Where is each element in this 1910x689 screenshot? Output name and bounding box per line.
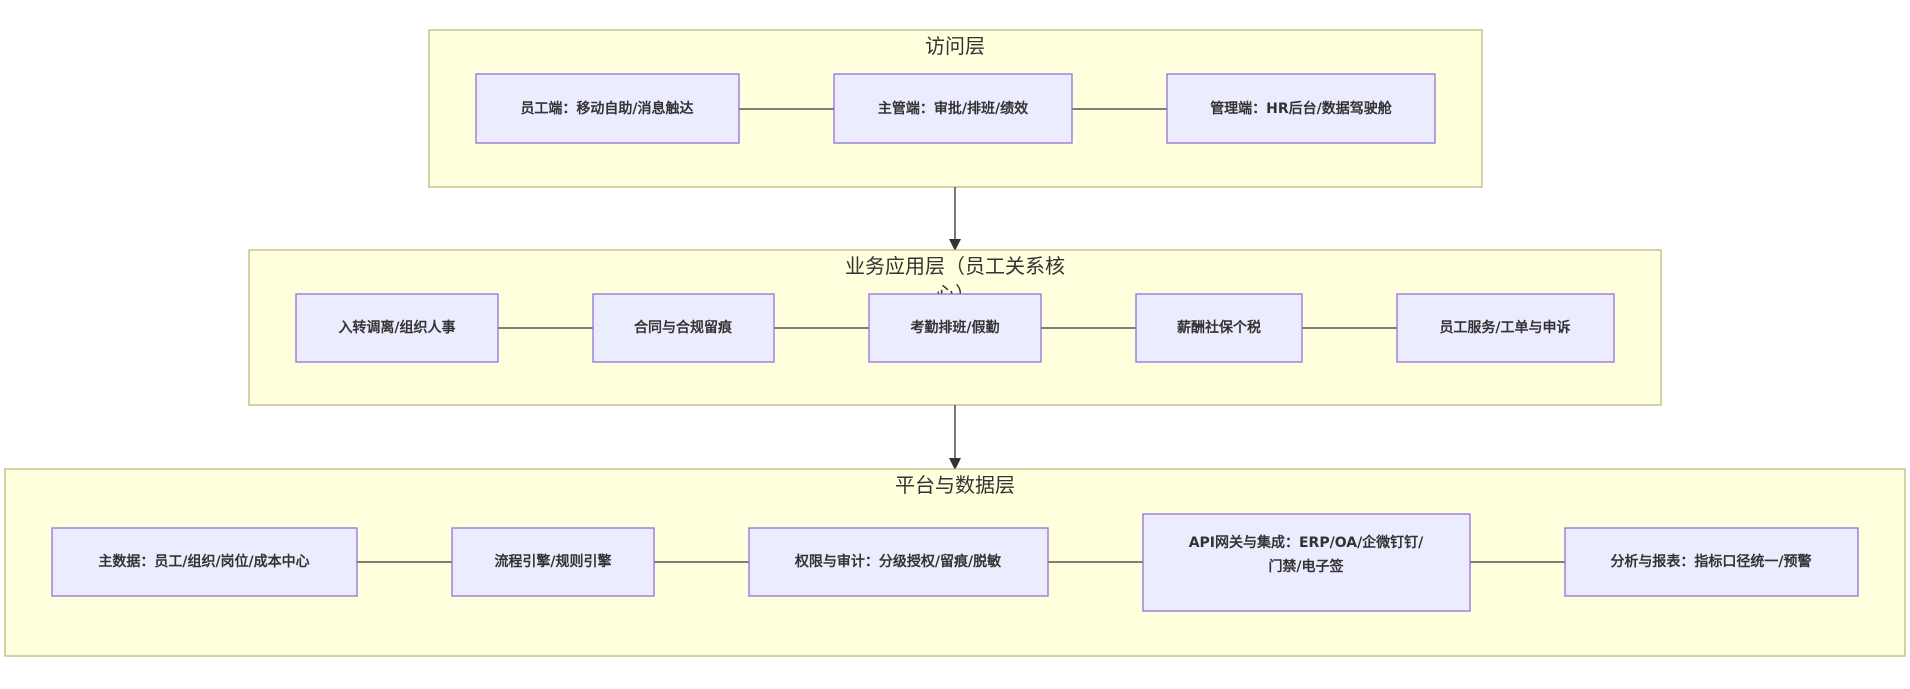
business-layer: 业务应用层（员工关系核 心） 入转调离/组织人事 合同与合规留痕 考勤排班/假勤… (248, 249, 1662, 406)
platform-layer-title: 平台与数据层 (895, 473, 1015, 497)
business-layer-title-line1: 业务应用层（员工关系核 (845, 254, 1065, 278)
node-attendance[interactable]: 考勤排班/假勤 (868, 293, 1042, 363)
node-employee-service-label: 员工服务/工单与申诉 (1439, 319, 1570, 336)
access-layer-title: 访问层 (925, 34, 985, 58)
node-permission-audit[interactable]: 权限与审计：分级授权/留痕/脱敏 (748, 527, 1049, 597)
node-contract-compliance-label: 合同与合规留痕 (634, 319, 733, 336)
node-permission-audit-label: 权限与审计：分级授权/留痕/脱敏 (794, 553, 1002, 570)
node-manager-portal[interactable]: 主管端：审批/排班/绩效 (833, 73, 1073, 144)
platform-layer: 平台与数据层 主数据：员工/组织/岗位/成本中心 流程引擎/规则引擎 权限与审计… (4, 468, 1906, 657)
node-analytics-reporting[interactable]: 分析与报表：指标口径统一/预警 (1564, 527, 1859, 597)
node-payroll-label: 薪酬社保个税 (1177, 319, 1261, 336)
node-workflow-engine-label: 流程引擎/规则引擎 (494, 553, 611, 570)
node-admin-portal-label: 管理端：HR后台/数据驾驶舱 (1210, 100, 1393, 117)
node-attendance-label: 考勤排班/假勤 (910, 319, 999, 336)
node-master-data[interactable]: 主数据：员工/组织/岗位/成本中心 (51, 527, 358, 597)
access-layer: 访问层 员工端：移动自助/消息触达 主管端：审批/排班/绩效 管理端：HR后台/… (428, 29, 1483, 188)
node-analytics-reporting-label: 分析与报表：指标口径统一/预警 (1610, 553, 1811, 570)
node-contract-compliance[interactable]: 合同与合规留痕 (592, 293, 775, 363)
node-api-gateway-label-line1: API网关与集成：ERP/OA/企微钉钉/ (1189, 534, 1424, 551)
node-api-gateway[interactable]: API网关与集成：ERP/OA/企微钉钉/ 门禁/电子签 (1142, 513, 1471, 612)
node-employee-portal[interactable]: 员工端：移动自助/消息触达 (475, 73, 740, 144)
node-employee-service[interactable]: 员工服务/工单与申诉 (1396, 293, 1615, 363)
node-admin-portal[interactable]: 管理端：HR后台/数据驾驶舱 (1166, 73, 1436, 144)
node-payroll[interactable]: 薪酬社保个税 (1135, 293, 1303, 363)
node-master-data-label: 主数据：员工/组织/岗位/成本中心 (98, 553, 309, 570)
node-api-gateway-label-line2: 门禁/电子签 (1268, 558, 1344, 575)
node-employee-portal-label: 员工端：移动自助/消息触达 (520, 100, 693, 117)
node-onboarding-label: 入转调离/组织人事 (338, 319, 455, 336)
node-onboarding[interactable]: 入转调离/组织人事 (295, 293, 499, 363)
node-workflow-engine[interactable]: 流程引擎/规则引擎 (451, 527, 655, 597)
node-manager-portal-label: 主管端：审批/排班/绩效 (878, 100, 1029, 117)
